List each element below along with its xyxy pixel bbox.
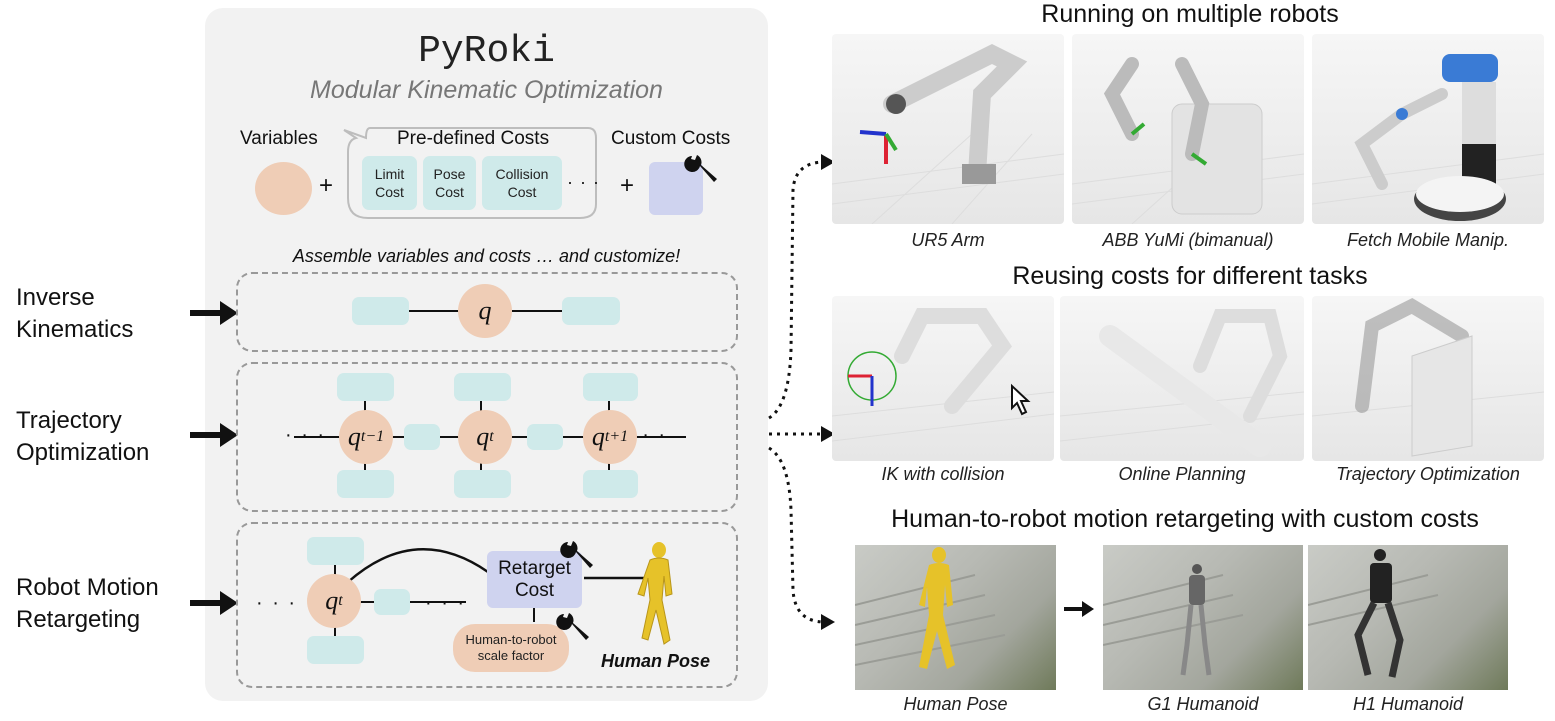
limit-cost-box: Limit Cost <box>362 156 417 210</box>
row-label-ik: Inverse Kinematics <box>16 284 134 343</box>
caption-g1: G1 Humanoid <box>1147 694 1259 714</box>
retarget-image-human <box>855 545 1056 690</box>
ik-variable-q: q <box>458 284 512 338</box>
traj-ellipsis-left: · · · <box>285 424 327 446</box>
human-figure-icon <box>637 542 673 645</box>
ik-cost-left <box>352 297 409 325</box>
section-heading-tasks: Reusing costs for different tasks <box>1012 262 1368 290</box>
cursor-arrow-icon <box>1011 383 1031 416</box>
retarget-box <box>236 522 738 688</box>
caption-ik-collision: IK with collision <box>881 464 1005 484</box>
row-label-traj: Trajectory Optimization <box>16 407 150 466</box>
task-image-ik-collision <box>832 296 1054 461</box>
pose-cost-box: Pose Cost <box>423 156 476 210</box>
wrench-icon <box>684 155 717 182</box>
variables-label: Variables <box>240 128 318 149</box>
row-label-retarget: Robot Motion Retargeting <box>16 574 159 633</box>
caption-human-pose: Human Pose <box>903 694 1008 714</box>
human-pose-label: Human Pose <box>601 651 711 671</box>
caption-fetch: Fetch Mobile Manip. <box>1346 230 1510 250</box>
retarget-ellipsis-left: · · · <box>256 592 298 614</box>
variable-circle <box>255 162 312 215</box>
task-image-trajopt <box>1312 296 1544 461</box>
caption-online-planning: Online Planning <box>1118 464 1246 484</box>
panel-subtitle: Modular Kinematic Optimization <box>310 76 663 104</box>
caption-ur5: UR5 Arm <box>911 230 985 250</box>
wrench-icon <box>556 613 589 640</box>
robot-image-fetch <box>1312 34 1544 224</box>
predefined-costs-cloud <box>343 127 597 219</box>
plus-sign: + <box>319 172 334 199</box>
collision-cost-box: Collision Cost <box>482 156 562 210</box>
dotted-connectors <box>768 154 835 630</box>
caption-h1: H1 Humanoid <box>1352 694 1464 714</box>
caption-trajopt: Trajectory Optimization <box>1336 464 1520 484</box>
custom-costs-label: Custom Costs <box>611 128 731 149</box>
panel-title: PyRoki <box>418 30 555 73</box>
assemble-text: Assemble variables and costs … and custo… <box>292 246 681 266</box>
right-arrow-icon <box>190 301 238 325</box>
predefined-costs-label: Pre-defined Costs <box>397 128 550 149</box>
cost-ellipsis: · · · <box>567 172 600 192</box>
section-heading-retargeting: Human-to-robot motion retargeting with c… <box>891 505 1479 533</box>
retarget-image-g1 <box>1103 545 1303 690</box>
robot-image-yumi <box>1072 34 1304 224</box>
scale-factor-node: Human-to-robot scale factor <box>453 624 569 672</box>
caption-yumi: ABB YuMi (bimanual) <box>1102 230 1274 250</box>
ik-cost-right <box>562 297 620 325</box>
traj-box <box>236 362 738 512</box>
section-heading-robots: Running on multiple robots <box>1041 0 1339 28</box>
task-image-online-planning <box>1060 296 1304 461</box>
pyroki-panel <box>205 8 768 701</box>
ik-box <box>236 272 738 352</box>
right-arrow-icon <box>190 591 238 615</box>
retarget-cost-box: Retarget Cost <box>487 551 582 608</box>
retarget-image-h1 <box>1308 545 1508 690</box>
wrench-icon <box>560 541 593 568</box>
right-arrow-icon <box>1064 601 1094 617</box>
right-arrow-icon <box>190 423 238 447</box>
plus-sign-2: + <box>620 172 635 199</box>
robot-image-ur5 <box>832 34 1064 224</box>
retarget-ellipsis-right: · · · <box>425 592 467 614</box>
